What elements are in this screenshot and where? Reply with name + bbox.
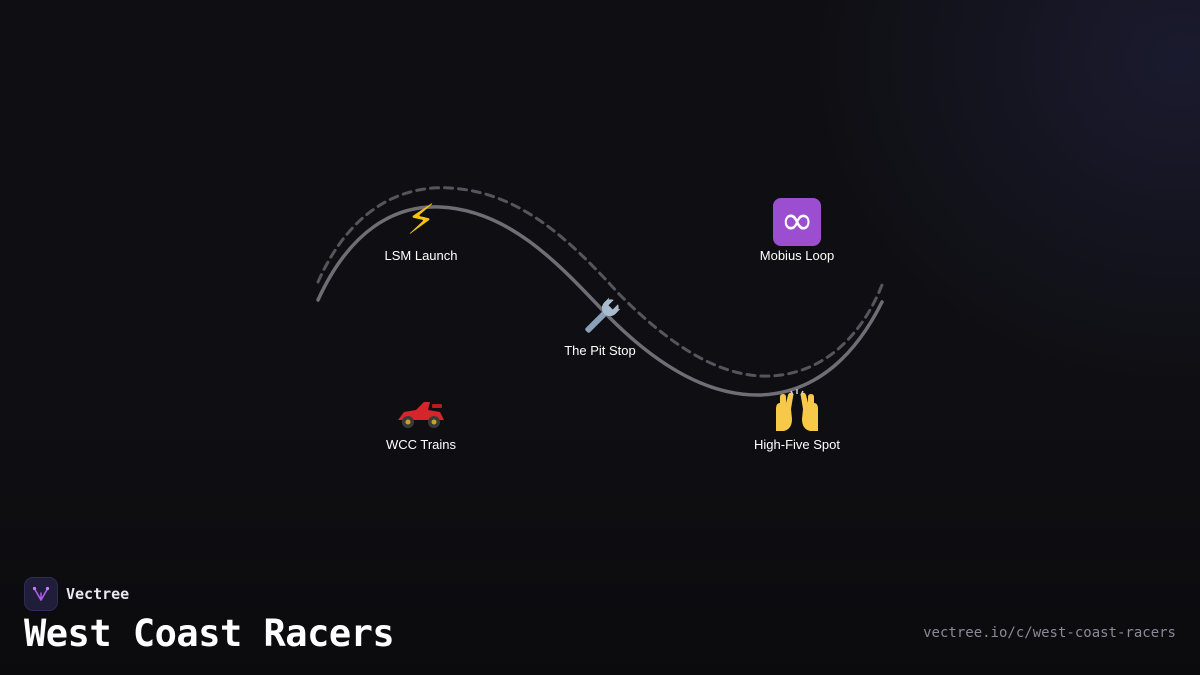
brand[interactable]: Vectree — [24, 577, 129, 611]
track-dashed-path — [316, 186, 884, 378]
node-label: The Pit Stop — [564, 343, 636, 358]
infinity-icon-wrapper: ∞ — [727, 194, 867, 246]
race-car-icon — [351, 383, 491, 435]
node-mobius-loop[interactable]: ∞ Mobius Loop — [727, 194, 867, 263]
node-high-five-spot[interactable]: High-Five Spot — [727, 383, 867, 452]
node-wcc-trains[interactable]: WCC Trains — [351, 383, 491, 452]
node-lsm-launch[interactable]: ⚡ LSM Launch — [351, 194, 491, 263]
wrench-icon — [530, 289, 670, 341]
brand-name: Vectree — [66, 585, 130, 603]
node-pit-stop[interactable]: The Pit Stop — [530, 289, 670, 358]
infinity-icon: ∞ — [773, 198, 821, 246]
page-title: West Coast Racers — [24, 612, 395, 655]
raised-hands-icon — [727, 383, 867, 435]
node-label: High-Five Spot — [754, 437, 840, 452]
track-solid-path — [316, 205, 884, 397]
node-label: WCC Trains — [385, 437, 457, 452]
vectree-logo-icon — [24, 577, 58, 611]
page-url[interactable]: vectree.io/c/west-coast-racers — [923, 625, 1176, 641]
node-label: LSM Launch — [384, 248, 458, 263]
node-label: Mobius Loop — [759, 248, 835, 263]
lightning-icon: ⚡ — [406, 195, 436, 244]
